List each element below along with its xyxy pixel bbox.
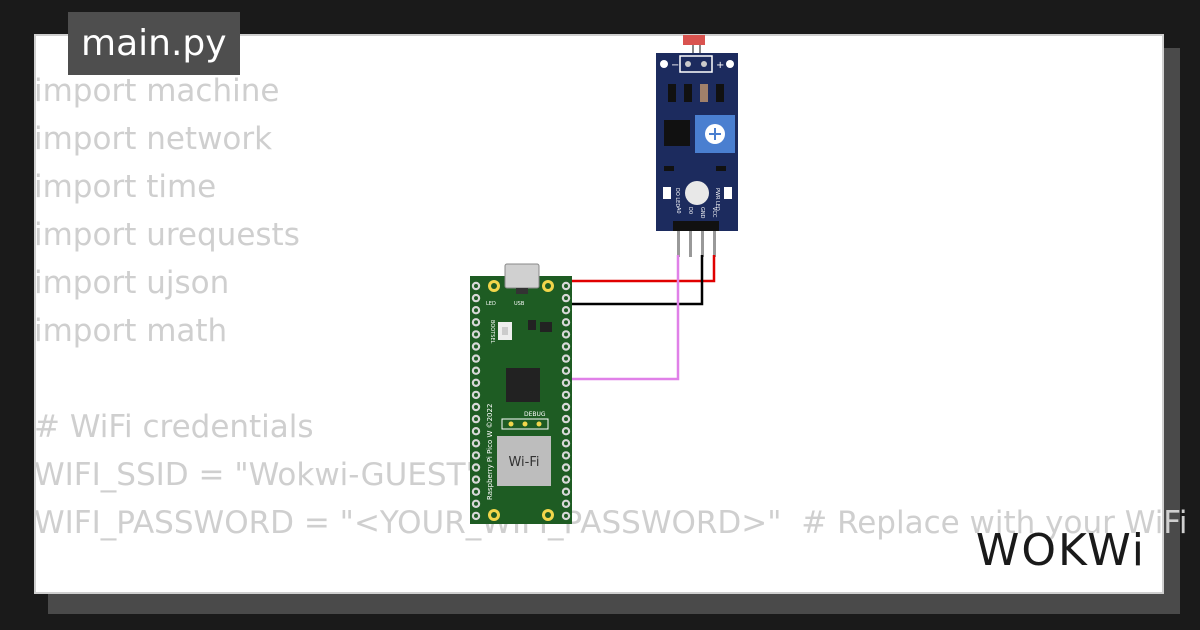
sensor-plus-label: + [716,60,724,71]
photoresistor [683,35,705,45]
rp2040-chip [506,368,540,402]
pico-right-pins[interactable] [561,281,571,521]
pwr-led-label: PWR LED [714,188,720,211]
sensor-minus-label: − [671,60,679,71]
usb-port[interactable] [504,263,540,289]
pico-left-pins[interactable] [471,281,481,521]
wire-vcc[interactable] [566,255,716,283]
debug-label: DEBUG [524,411,546,418]
pico-w-board[interactable]: LED USB BOOTSEL DEBUG Wi-Fi Raspberry Pi… [470,263,572,524]
bootsel-label: BOOTSEL [489,320,495,344]
do-led-label: DO LED [674,188,680,207]
light-sensor-module[interactable]: − + DO LED PWR LED A0 D0 GND VCC [656,35,738,257]
pin-gnd[interactable] [701,231,704,257]
wire-signal[interactable] [566,255,680,381]
pin-d0[interactable] [689,231,692,257]
wire-gnd[interactable] [566,255,704,306]
pin-vcc-label: VCC [711,207,717,218]
pin-a0[interactable] [677,231,680,257]
usb-label: USB [514,301,525,307]
file-tab[interactable]: main.py [68,12,240,75]
comparator-chip [664,120,690,146]
code-line: import network [34,121,273,157]
board-label: Raspberry Pi Pico W ©2022 [486,404,494,500]
wifi-label: Wi-Fi [508,455,539,470]
code-line: import ujson [34,265,230,301]
preview-card [34,34,1164,594]
wokwi-logo: WOKWi [975,525,1146,576]
wifi-module [497,436,551,486]
pin-a0-label: A0 [675,207,681,214]
pin-gnd-label: GND [699,207,705,219]
code-line: WIFI_SSID = "Wokwi-GUEST" [34,457,480,493]
code-line: # WiFi credentials [34,409,314,445]
led-label: LED [486,301,496,307]
code-line: import machine [34,73,280,109]
code-line: import urequests [34,217,300,253]
pin-vcc[interactable] [713,231,716,257]
code-line: import time [34,169,217,205]
pin-d0-label: D0 [687,207,693,214]
code-line: import math [34,313,228,349]
